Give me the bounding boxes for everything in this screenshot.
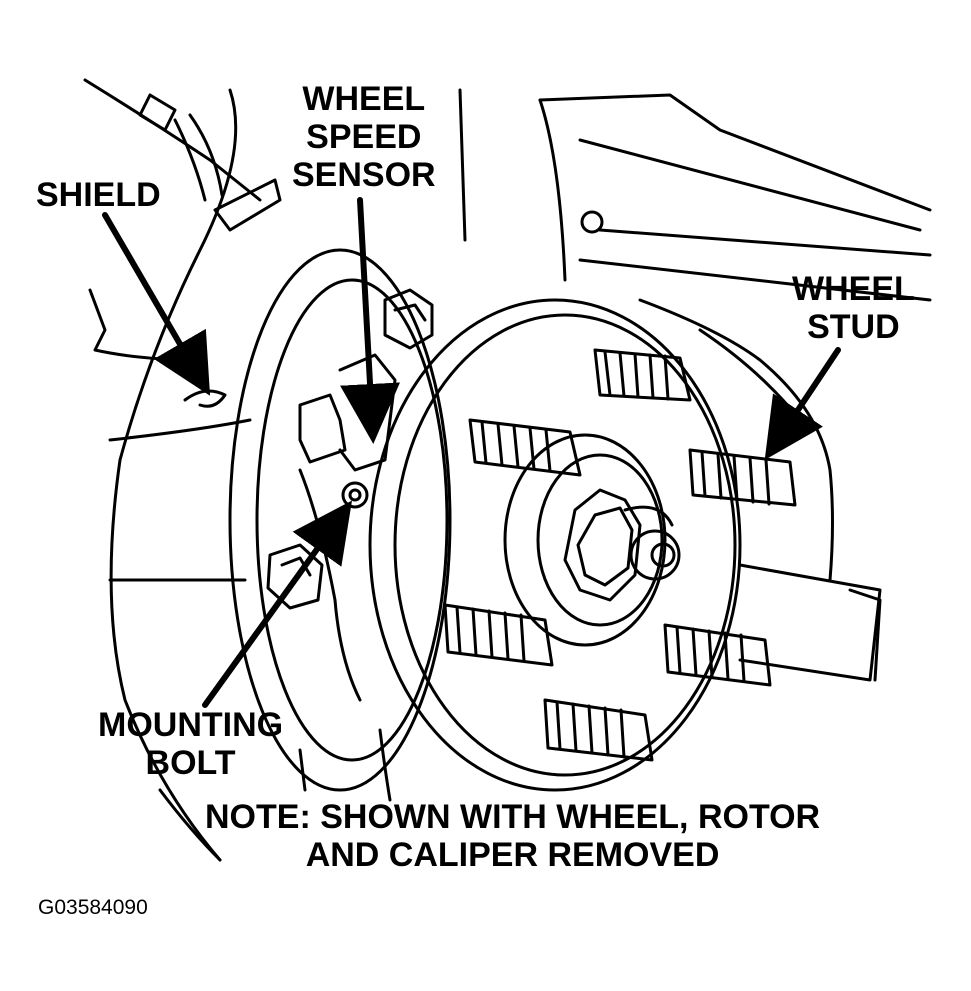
upper-bolt bbox=[383, 288, 434, 350]
backing-plate-rim bbox=[228, 248, 452, 792]
mounting-bolt-label: MOUNTING BOLT bbox=[98, 706, 283, 782]
note-caption: NOTE: SHOWN WITH WHEEL, ROTOR AND CALIPE… bbox=[205, 798, 820, 874]
shield-leader bbox=[102, 212, 211, 396]
wheel-stud-upper-left bbox=[468, 418, 582, 477]
label-line: BOLT bbox=[145, 744, 236, 783]
wheel-speed-sensor bbox=[298, 353, 397, 702]
shield-label: SHIELD bbox=[36, 176, 161, 214]
bolt-leader bbox=[202, 500, 353, 708]
wheel-stud-bottom bbox=[543, 698, 654, 762]
wheel-stud-lower-right bbox=[663, 623, 772, 687]
label-line: STUD bbox=[807, 308, 900, 347]
wheel-studs bbox=[443, 348, 797, 762]
figure-id: G03584090 bbox=[38, 896, 148, 919]
lower-structure bbox=[298, 728, 392, 802]
hub-nut bbox=[563, 488, 681, 602]
wheel-stud-lower-left bbox=[443, 603, 554, 667]
wheel-stud-upper-right bbox=[688, 448, 797, 507]
brake-line bbox=[83, 78, 282, 232]
axle-spindle bbox=[738, 563, 882, 682]
note-line: NOTE: SHOWN WITH WHEEL, ROTOR bbox=[205, 798, 821, 836]
hub-flange bbox=[368, 298, 742, 792]
label-line: WHEEL bbox=[792, 270, 915, 308]
wheel-stud-top bbox=[593, 348, 692, 402]
label-line: MOUNTING bbox=[98, 706, 284, 744]
label-line: SENSOR bbox=[292, 156, 436, 195]
wheel-speed-sensor-label: WHEEL SPEED SENSOR bbox=[292, 80, 436, 194]
stud-leader bbox=[764, 347, 841, 460]
wheel-stud-label: WHEEL STUD bbox=[792, 270, 915, 346]
label-line: SPEED bbox=[306, 118, 422, 157]
label-line: WHEEL bbox=[302, 80, 426, 118]
note-line: AND CALIPER REMOVED bbox=[305, 836, 720, 875]
sensor-leader bbox=[340, 197, 400, 444]
